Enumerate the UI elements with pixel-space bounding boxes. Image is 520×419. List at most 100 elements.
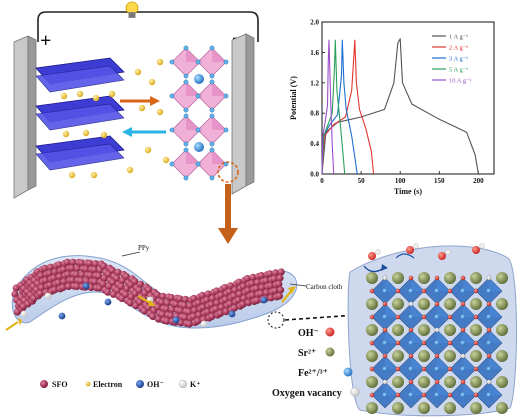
- sfo-particle: [99, 280, 107, 288]
- legend-label-0: 1 A g⁻¹: [449, 34, 468, 41]
- sfo-particle: [235, 278, 243, 286]
- sfo-particle: [46, 263, 55, 271]
- oxygen-site: [408, 353, 414, 359]
- series-line-2: [321, 39, 358, 175]
- sfo-particle: [136, 280, 145, 288]
- oxygen-atom: [223, 59, 229, 65]
- sfo-particle: [271, 269, 280, 277]
- octahedron-face: [212, 82, 226, 96]
- ppy-sfo-fiber: PPy Carbon cloth: [5, 244, 374, 331]
- oxygen-vacancy: [486, 379, 492, 385]
- sfo-particle: [231, 286, 239, 294]
- sfo-particle: [212, 305, 220, 313]
- chart-legend: 1 A g⁻¹2 A g⁻¹3 A g⁻¹5 A g⁻¹10 A g⁻¹: [432, 34, 471, 85]
- sfo-particle: [243, 275, 251, 283]
- octahedron-face: [463, 330, 476, 343]
- sfo-particle: [122, 273, 130, 281]
- sfo-particle: [159, 292, 167, 300]
- circuit-wire: [37, 11, 259, 42]
- oxygen-site: [421, 314, 427, 320]
- sfo-particle: [180, 301, 188, 309]
- fe-ion: [486, 340, 492, 346]
- oxygen-atom: [183, 113, 189, 119]
- sfo-particle: [225, 288, 233, 296]
- ppy-label: PPy: [138, 244, 150, 252]
- sr-ion-swatch: [325, 347, 335, 357]
- sr-ion: [444, 350, 456, 362]
- sfo-particle: [46, 281, 54, 289]
- sfo-particle: [126, 299, 134, 307]
- oxygen-site: [369, 340, 375, 346]
- sfo-particle: [73, 264, 82, 273]
- octahedron-face: [463, 304, 476, 317]
- sfo-particle: [45, 269, 53, 277]
- oxygen-site: [460, 327, 466, 333]
- sfo-particle: [59, 284, 67, 292]
- sfo-particle: [207, 300, 215, 309]
- oxygen-site: [369, 392, 375, 398]
- octahedron-face: [212, 48, 226, 62]
- oh-ion: [104, 298, 112, 306]
- k-ion: [200, 320, 208, 328]
- octahedron-face: [489, 304, 502, 317]
- oxygen-site: [408, 275, 414, 281]
- bottom-legend: SFO Electron OH⁻ K⁺: [40, 379, 200, 389]
- sfo-particle: [240, 294, 248, 302]
- oh-ion: [82, 282, 90, 290]
- octahedron-face: [186, 150, 200, 164]
- octahedron-face: [385, 304, 398, 317]
- k-legend-swatch: [178, 379, 188, 389]
- sfo-particle: [82, 265, 90, 273]
- electron-arrow-left: [5, 318, 22, 331]
- sfo-particle: [60, 278, 68, 286]
- legend-label-3: 5 A g⁻¹: [449, 67, 468, 74]
- sfo-particle: [158, 298, 166, 306]
- series-line-3: [321, 39, 346, 175]
- oxygen-site: [395, 392, 401, 398]
- fe-ion: [382, 314, 388, 320]
- octahedron-face: [463, 278, 476, 291]
- oxygen-site: [486, 301, 492, 307]
- electron-legend-label: Electron: [93, 380, 123, 389]
- sr-ion: [496, 402, 508, 414]
- oh-legend-swatch: [136, 380, 144, 388]
- zoom-callout-circle: [217, 161, 239, 183]
- sfo-particle: [277, 268, 285, 276]
- oxygen-site: [434, 275, 440, 281]
- sfo-particle: [78, 271, 86, 279]
- ppy-leader-line: [121, 251, 141, 257]
- sfo-particle: [258, 284, 266, 292]
- sfo-particle: [55, 261, 63, 269]
- sfo-particle: [213, 299, 221, 307]
- sfo-particle: [203, 296, 211, 304]
- oxygen-site: [447, 340, 453, 346]
- sfo-particle: [275, 292, 283, 300]
- octahedron-face: [463, 382, 476, 395]
- fe-ion: [408, 366, 414, 372]
- oxygen-site: [486, 327, 492, 333]
- x-tick-label: 100: [395, 177, 406, 185]
- octahedron-face: [186, 116, 200, 130]
- oxygen-atom: [183, 107, 189, 113]
- sfo-particle: [114, 268, 122, 276]
- octahedron-face: [411, 382, 424, 395]
- sfo-particle: [185, 320, 193, 328]
- sfo-particle: [275, 280, 283, 288]
- octahedron-face: [437, 382, 450, 395]
- oxygen-site: [473, 392, 479, 398]
- sfo-particle: [64, 270, 72, 278]
- a-site-cation: [194, 74, 204, 84]
- sr-ion: [470, 402, 482, 414]
- oxygen-atom: [209, 141, 215, 147]
- sfo-particle: [59, 266, 67, 274]
- oxygen-site: [395, 340, 401, 346]
- sr-ion: [392, 272, 404, 284]
- sr-ion: [392, 402, 404, 414]
- oxygen-site: [434, 353, 440, 359]
- oxygen-site: [473, 314, 479, 320]
- oxygen-vacancy: [382, 275, 388, 281]
- cathode-plate: [231, 33, 255, 195]
- sr-ion: [470, 272, 482, 284]
- sfo-particle: [199, 303, 207, 312]
- oxygen-atom: [223, 93, 229, 99]
